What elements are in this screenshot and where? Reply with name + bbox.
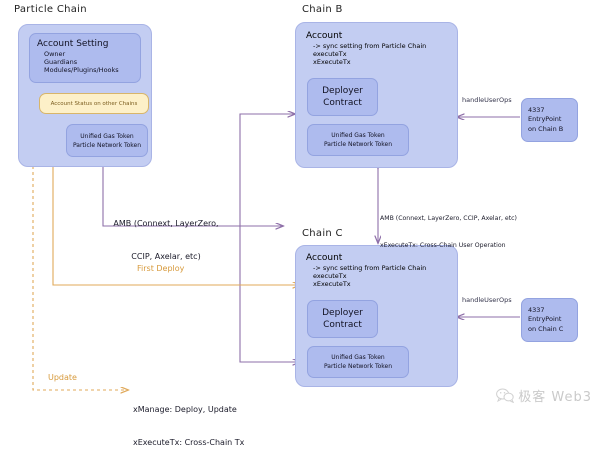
- first-deploy-label: First Deploy: [137, 264, 185, 273]
- update-label: Update: [48, 373, 77, 382]
- chain-b-account-text: Account -> sync setting from Particle Ch…: [306, 31, 426, 66]
- chain-c-entrypoint-line-3: on Chain C: [528, 324, 564, 333]
- amb-left-label: AMB (Connext, LayerZero, CCIP, Axelar, e…: [96, 196, 236, 284]
- amb-left-line-2: CCIP, Axelar, etc): [131, 252, 201, 261]
- chain-b-title: Chain B: [302, 4, 343, 15]
- wire-particle-to-chainc: [239, 226, 300, 362]
- chain-c-entrypoint-line-2: EntryPoint: [528, 315, 562, 324]
- watermark: 极客 Web3: [496, 386, 592, 405]
- account-setting-line-modules: Modules/Plugins/Hooks: [44, 66, 119, 74]
- chain-c-deployer-line-2: Contract: [323, 320, 362, 330]
- particle-token-line-2: Particle Network Token: [72, 141, 142, 149]
- amb-left-line-1: AMB (Connext, LayerZero,: [113, 219, 219, 228]
- chain-b-token-box: Unified Gas Token Particle Network Token: [307, 124, 409, 156]
- chain-b-deployer-line-1: Deployer: [322, 86, 363, 96]
- chain-b-entrypoint-line-1: 4337: [528, 105, 545, 114]
- chain-c-deployer-line-1: Deployer: [322, 308, 363, 318]
- chain-c-deployer-box: Deployer Contract: [307, 300, 378, 338]
- chain-c-account-line-xexecutetx: xExecuteTx: [313, 280, 351, 288]
- amb-right-line-2: xExecuteTx: Cross-Chain User Operation: [380, 242, 506, 249]
- particle-token-line-1: Unified Gas Token: [80, 132, 134, 140]
- account-status-box: Account Status on other Chains: [39, 93, 149, 114]
- legend-text: xManage: Deploy, Update xExecuteTx: Cros…: [133, 382, 244, 470]
- account-status-label: Account Status on other Chains: [50, 100, 138, 107]
- chain-b-entrypoint-line-2: EntryPoint: [528, 115, 562, 124]
- diagram-canvas: Particle Chain Account Setting Owner Gua…: [14, 4, 592, 447]
- chain-b-handleuserops-label: handleUserOps: [462, 96, 512, 104]
- account-setting-title: Account Setting: [37, 39, 109, 49]
- chain-c-entrypoint-line-1: 4337: [528, 305, 545, 314]
- chain-c-entrypoint-box: 4337 EntryPoint on Chain C: [521, 298, 578, 342]
- chain-c-token-line-1: Unified Gas Token: [331, 354, 385, 361]
- watermark-text: 极客 Web3: [518, 390, 592, 405]
- chain-c-account-title: Account: [306, 253, 343, 263]
- chain-b-account-line-sync: -> sync setting from Particle Chain: [313, 42, 427, 50]
- account-setting-line-owner: Owner: [44, 50, 66, 58]
- chain-b-deployer-box: Deployer Contract: [307, 78, 378, 116]
- wechat-bubble-icon: [496, 388, 515, 403]
- chain-b-entrypoint-line-3: on Chain B: [528, 124, 564, 133]
- chain-c-account-line-executetx: executeTx: [313, 272, 347, 280]
- account-setting-line-guardians: Guardians: [44, 58, 78, 66]
- chain-c-account-text: Account -> sync setting from Particle Ch…: [306, 253, 426, 288]
- legend-line-1: xManage: Deploy, Update: [133, 405, 237, 414]
- chain-b-token-line-1: Unified Gas Token: [331, 132, 385, 139]
- wire-particle-to-chainb: [102, 114, 295, 226]
- chain-b-deployer-line-2: Contract: [323, 98, 362, 108]
- chain-b-account-line-xexecutetx: xExecuteTx: [313, 58, 351, 66]
- chain-c-token-box: Unified Gas Token Particle Network Token: [307, 346, 409, 378]
- legend-line-2: xExecuteTx: Cross-Chain Tx: [133, 438, 245, 447]
- chain-b-account-title: Account: [306, 31, 343, 41]
- particle-chain-title: Particle Chain: [14, 4, 87, 15]
- account-setting-box: Account Setting Owner Guardians Modules/…: [29, 33, 141, 83]
- chain-c-title: Chain C: [302, 228, 343, 239]
- amb-right-label: AMB (Connext, LayerZero, CCIP, Axelar, e…: [380, 196, 517, 268]
- amb-right-line-1: AMB (Connext, LayerZero, CCIP, Axelar, e…: [380, 215, 517, 222]
- chain-c-token-line-2: Particle Network Token: [323, 363, 393, 370]
- chain-b-account-line-executetx: executeTx: [313, 50, 347, 58]
- particle-token-box: Unified Gas Token Particle Network Token: [66, 124, 148, 157]
- chain-c-handleuserops-label: handleUserOps: [462, 296, 512, 304]
- chain-c-account-line-sync: -> sync setting from Particle Chain: [313, 264, 427, 272]
- chain-b-token-line-2: Particle Network Token: [323, 141, 393, 148]
- chain-b-entrypoint-box: 4337 EntryPoint on Chain B: [521, 98, 578, 142]
